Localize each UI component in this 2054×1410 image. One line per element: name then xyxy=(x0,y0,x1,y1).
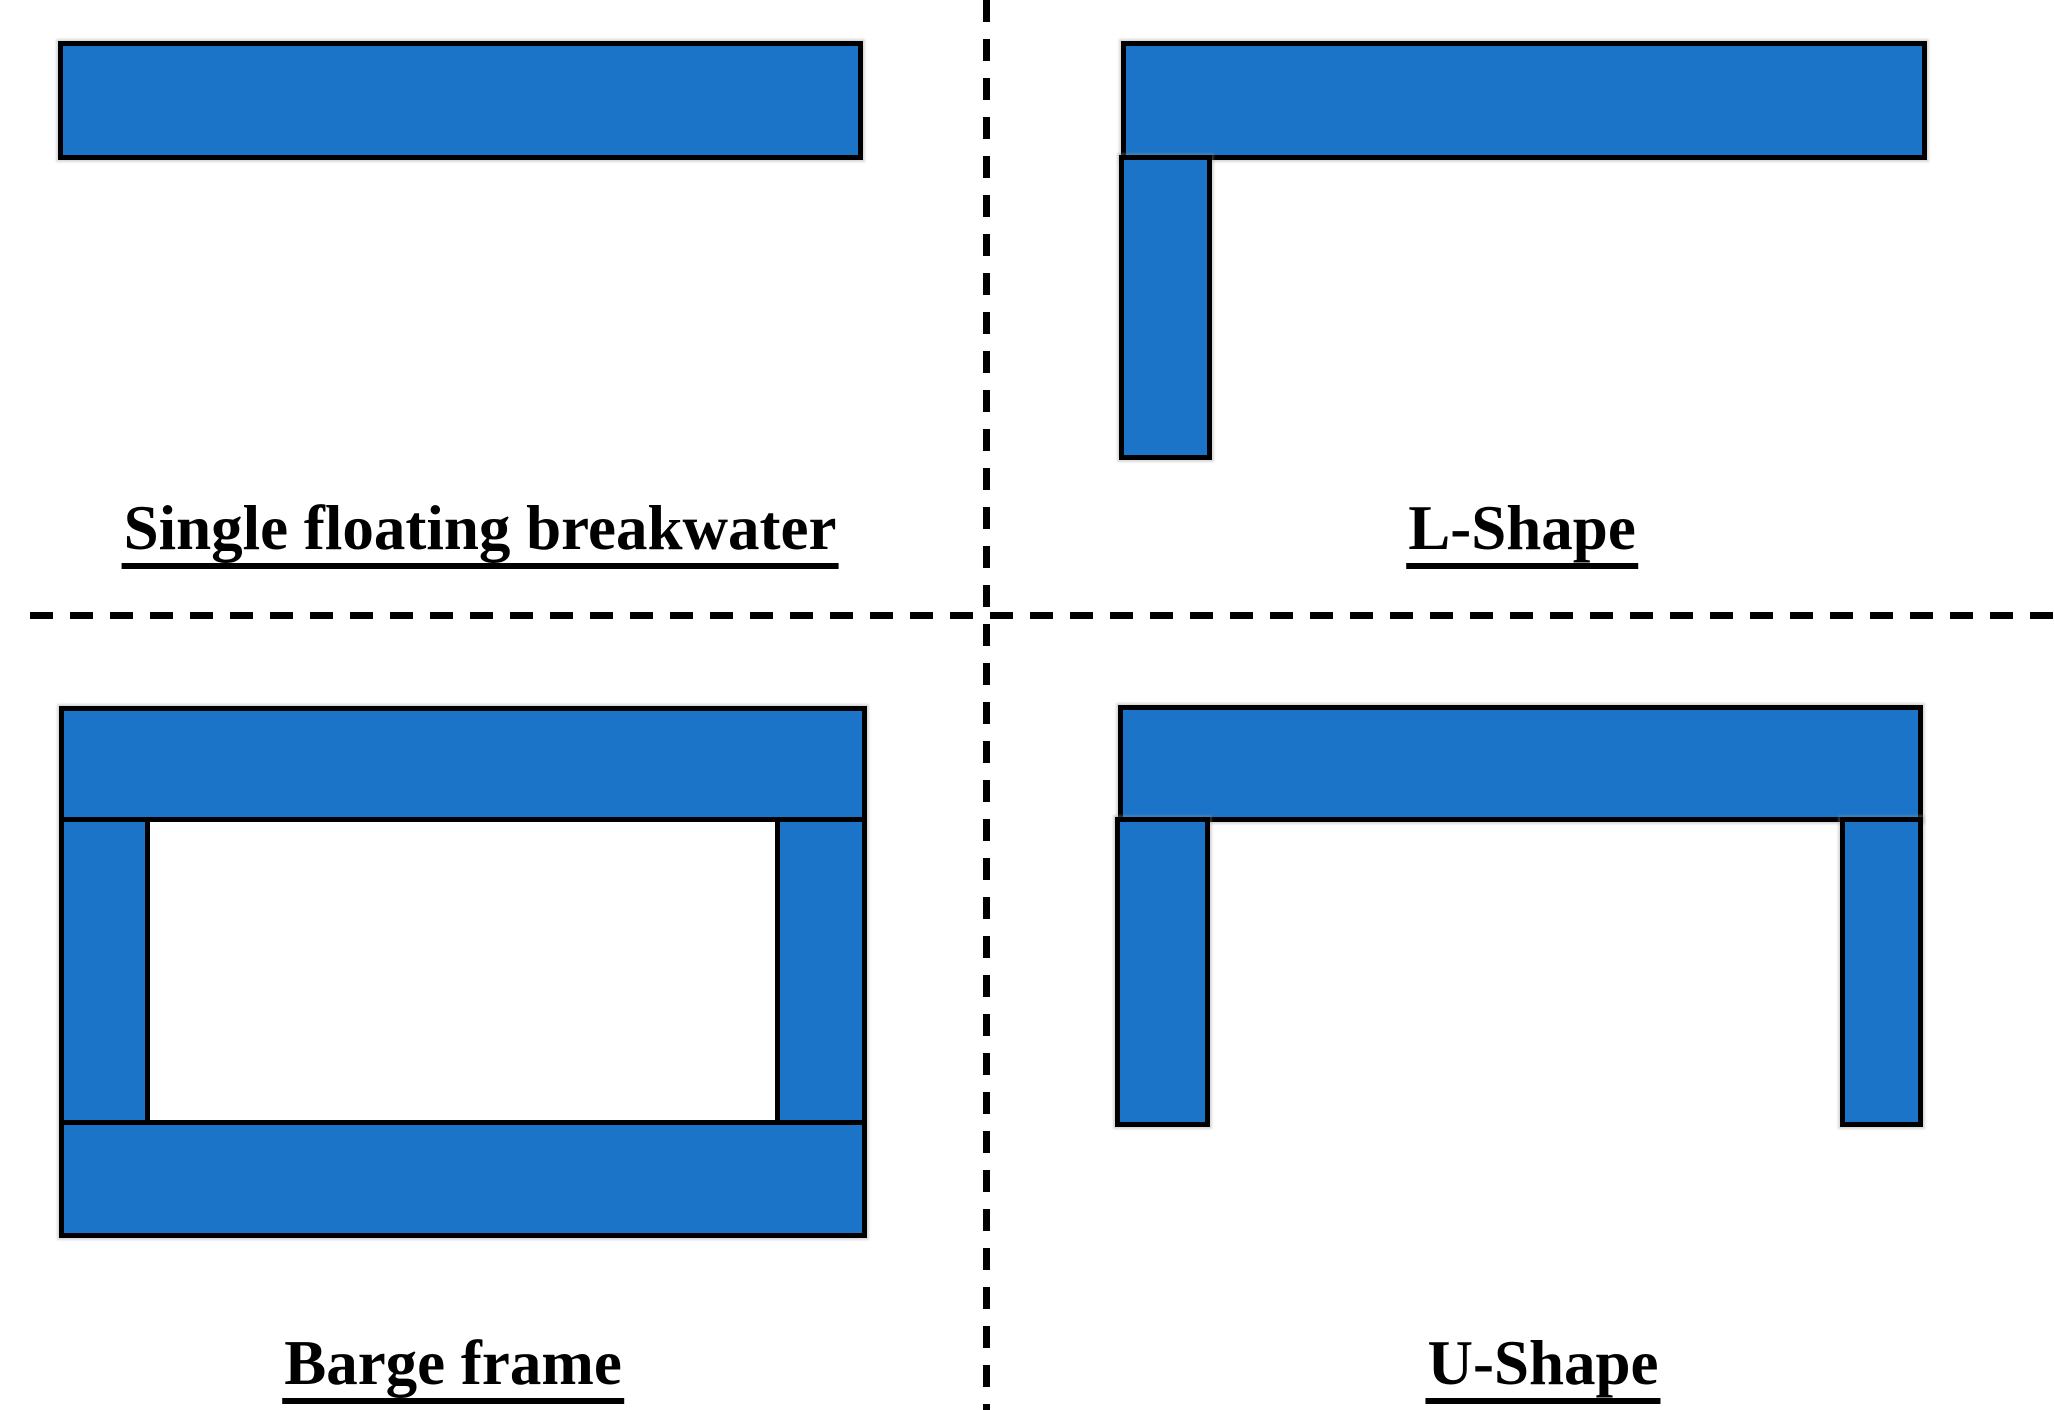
single-breakwater-bar xyxy=(58,41,863,160)
barge-frame-top-seam xyxy=(64,817,862,822)
barge-frame-inner-opening xyxy=(150,822,775,1120)
barge-frame-left-seam xyxy=(145,817,150,1125)
horizontal-dashed-divider xyxy=(30,612,2054,619)
l-shape-label: L-Shape xyxy=(1406,497,1638,569)
u-shape-left-leg xyxy=(1115,817,1210,1127)
u-shape-label: U-Shape xyxy=(1425,1332,1661,1404)
u-shape-right-leg xyxy=(1840,817,1923,1127)
u-shape-horizontal-bar xyxy=(1118,705,1923,822)
barge-frame-label: Barge frame xyxy=(282,1332,624,1404)
vertical-dashed-divider xyxy=(983,0,990,1410)
l-shape-horizontal-bar xyxy=(1121,41,1927,160)
single-breakwater-label: Single floating breakwater xyxy=(121,497,839,569)
barge-frame-right-seam xyxy=(775,817,780,1125)
barge-frame-bottom-seam xyxy=(64,1120,862,1125)
barge-frame-outer xyxy=(59,706,867,1238)
l-shape-vertical-bar xyxy=(1119,155,1212,460)
